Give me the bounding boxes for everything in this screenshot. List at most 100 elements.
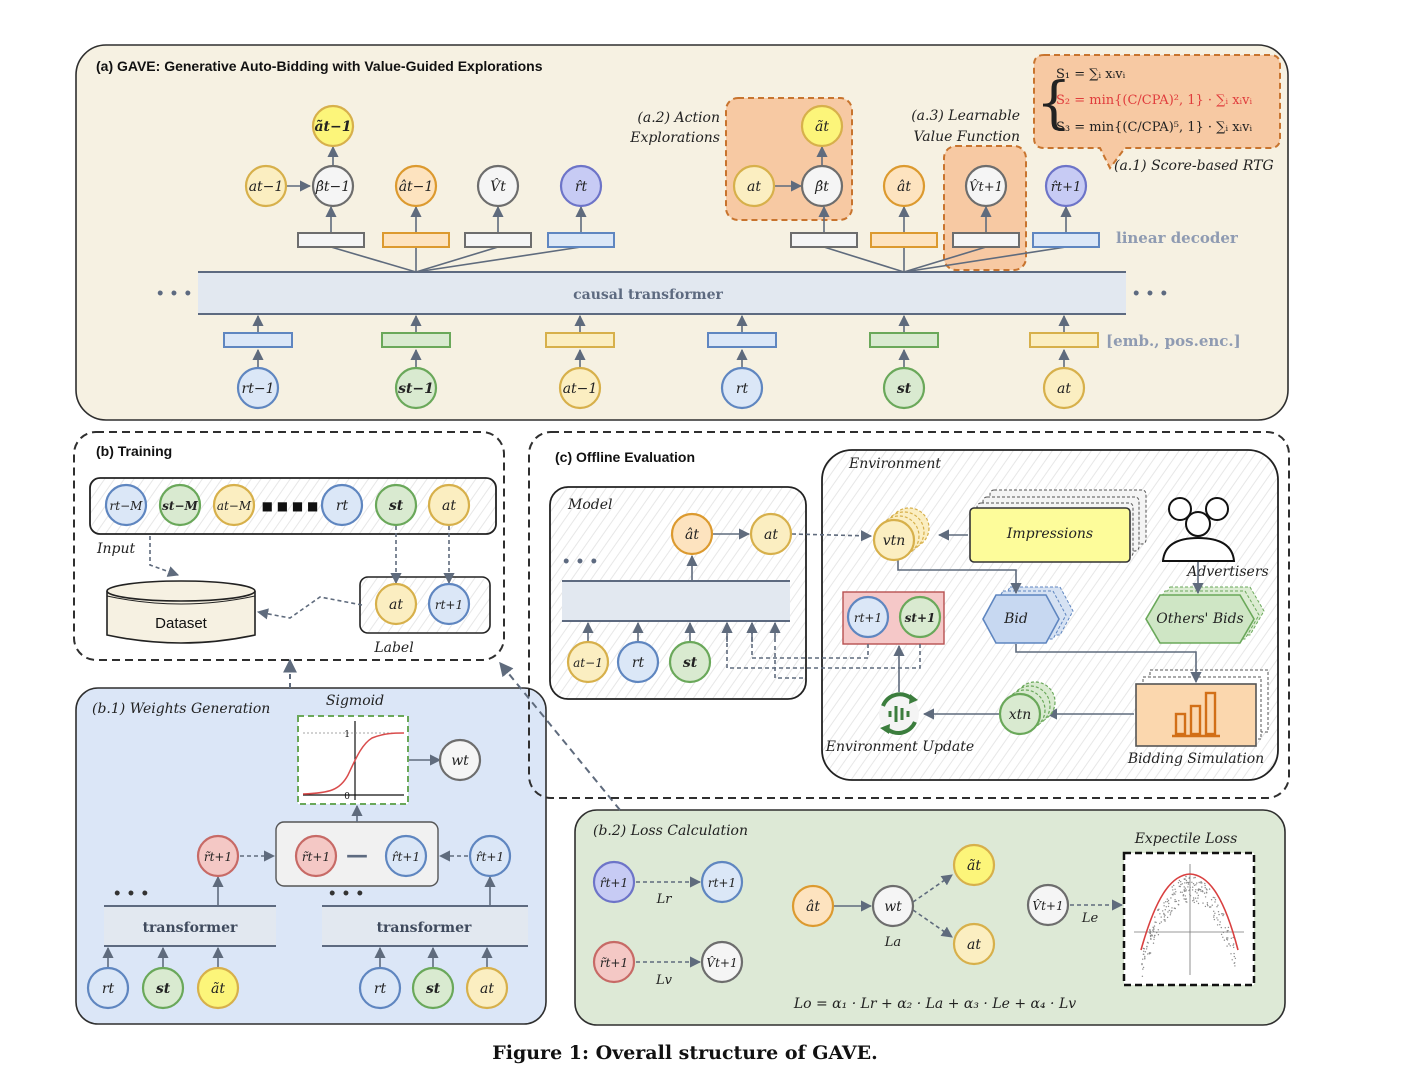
diff-r-hat-node-label: r̂t+1 [392, 850, 420, 864]
a-hat-node: ât [882, 164, 926, 208]
b2-w-node: wt [871, 884, 915, 928]
section-b1-edges [102, 658, 496, 967]
b2-r-node: rt+1 [700, 860, 744, 904]
dataset-cylinder: Dataset [106, 580, 256, 644]
environment-label: Environment [848, 456, 941, 472]
ellipsis-b1-right: • • • [328, 886, 365, 902]
b1-r-right: rt [358, 966, 402, 1010]
model-ellipsis: • • • [562, 554, 599, 570]
transformer-bar-left [104, 906, 276, 946]
score-s3: S₃ = min{(C/CPA)⁵, 1} · ∑ᵢ xᵢvᵢ [1056, 120, 1252, 135]
diff-r-tilde-node-label: r̃t+1 [302, 850, 330, 864]
others-bids-hexagon [1145, 594, 1255, 644]
input-s-label: st [897, 381, 912, 397]
b2-a-hat-node-label: ât [806, 899, 820, 915]
input-s-prev: st−1 [394, 366, 438, 410]
r-tilde-next-node-label: r̃t+1 [204, 850, 232, 864]
input-r-t-node-label: rt [336, 498, 349, 514]
section-b-edges [149, 526, 455, 620]
r-tilde-next-node: r̃t+1 [196, 834, 240, 878]
section-a-title: (a) GAVE: Generative Auto-Bidding with V… [96, 58, 543, 74]
impressions-label: Impressions [1006, 526, 1093, 542]
input-a-t-node: at [427, 483, 471, 527]
v-hat-node-label: V̂t [490, 177, 506, 195]
transformer-label-left: transformer [143, 920, 238, 936]
advertisers-label: Advertisers [1185, 564, 1268, 580]
input-s-tm-node: st−M [158, 483, 202, 527]
loss-la: La [884, 935, 901, 950]
input-r-prev-label: rt−1 [242, 381, 275, 397]
decoder-right-2 [952, 232, 1020, 248]
decoder-right-0 [790, 232, 858, 248]
bar-chart-icon [1172, 691, 1220, 738]
embedding-box-1 [381, 332, 451, 348]
section-b: (b) Training Input ■ ■ ■ ■ Dataset Label… [73, 431, 505, 661]
score-brace: { [1036, 71, 1072, 136]
input-s-t-node-label: st [389, 498, 404, 514]
sigmoid-tick-one: 1 [344, 730, 350, 740]
label-a-node: at [374, 582, 418, 626]
c-r-next-node-label: rt+1 [854, 611, 882, 625]
c-a-node: at [749, 512, 793, 556]
w-to-a [912, 909, 953, 938]
bid-hexagons: Bid [982, 586, 1074, 644]
embedding-box-4 [869, 332, 939, 348]
others-bids-hexagons: Others' Bids [1145, 586, 1265, 644]
c-a-hat-node-label: ât [685, 527, 699, 543]
input-s-t-node: st [374, 483, 418, 527]
b1-a-tilde-left-label: ãt [211, 981, 225, 997]
score-s1: S₁ = ∑ᵢ xᵢvᵢ [1056, 67, 1126, 82]
input-r-prev: rt−1 [236, 366, 280, 410]
dataset-label: Dataset [155, 615, 208, 632]
input-r-label: rt [736, 381, 749, 397]
b1-a-right: at [465, 966, 509, 1010]
beta-prev-node-label: β̂t−1 [315, 179, 350, 195]
decoder-left-2 [464, 232, 532, 248]
b2-v-hat-node: V̂t+1 [700, 940, 744, 984]
a-tilde-node: ãt [800, 104, 844, 148]
c-a-prev-node: at−1 [566, 640, 610, 684]
label-r-node: rt+1 [427, 582, 471, 626]
c-s-next-node: st+1 [898, 595, 942, 639]
loss-le: Le [1081, 911, 1099, 926]
input-a-prev: at−1 [558, 366, 602, 410]
fan-left-0 [330, 246, 417, 273]
section-b-panel [73, 431, 505, 661]
c-r-node-label: rt [632, 655, 645, 671]
a-tilde-node-label: ãt [815, 119, 829, 135]
v-hat-next-node: V̂t+1 [964, 164, 1008, 208]
decoder-left-1 [382, 232, 450, 248]
input-r: rt [720, 366, 764, 410]
b2-r-tilde-node: r̃t+1 [592, 940, 636, 984]
r-hat-next-node-label: r̂t+1 [1051, 180, 1082, 195]
bid-label: Bid [1003, 611, 1028, 627]
b2-w-node-label: wt [884, 899, 902, 915]
c-xtn-node: xtn [998, 681, 1056, 736]
c-s-node-label: st [683, 655, 698, 671]
c-vtn-node-label: vtn [883, 533, 906, 549]
r-hat-next-b1-node-label: r̂t+1 [476, 850, 504, 864]
a-prev-small-node: at−1 [244, 164, 288, 208]
fan-left-3 [415, 246, 582, 273]
embedding-box-5 [1029, 332, 1099, 348]
recycle-icon [879, 692, 919, 735]
transformer-label-right: transformer [377, 920, 472, 936]
label-r-node-label: rt+1 [435, 598, 463, 612]
input-a-label: at [1057, 381, 1071, 397]
input-s-prev-label: st−1 [398, 381, 434, 397]
section-a: (a) GAVE: Generative Auto-Bidding with V… [75, 44, 1289, 421]
section-b2-title: (b.2) Loss Calculation [593, 823, 748, 839]
sigmoid-plot: 1 0 [297, 715, 409, 805]
b1-s-right-label: st [426, 981, 441, 997]
rt1-feedback [746, 621, 869, 659]
b2-a-node-label: at [967, 937, 981, 953]
loss-lr: Lr [656, 892, 673, 907]
a-small-node-label: at [747, 179, 761, 195]
label-a-node-label: at [389, 597, 403, 613]
input-a-prev-label: at−1 [563, 381, 598, 397]
embedding-box-0 [223, 332, 293, 348]
expectile-plot [1122, 851, 1256, 987]
ellipsis-b1-left: • • • [113, 886, 150, 902]
c-a-hat-node: ât [670, 512, 714, 556]
